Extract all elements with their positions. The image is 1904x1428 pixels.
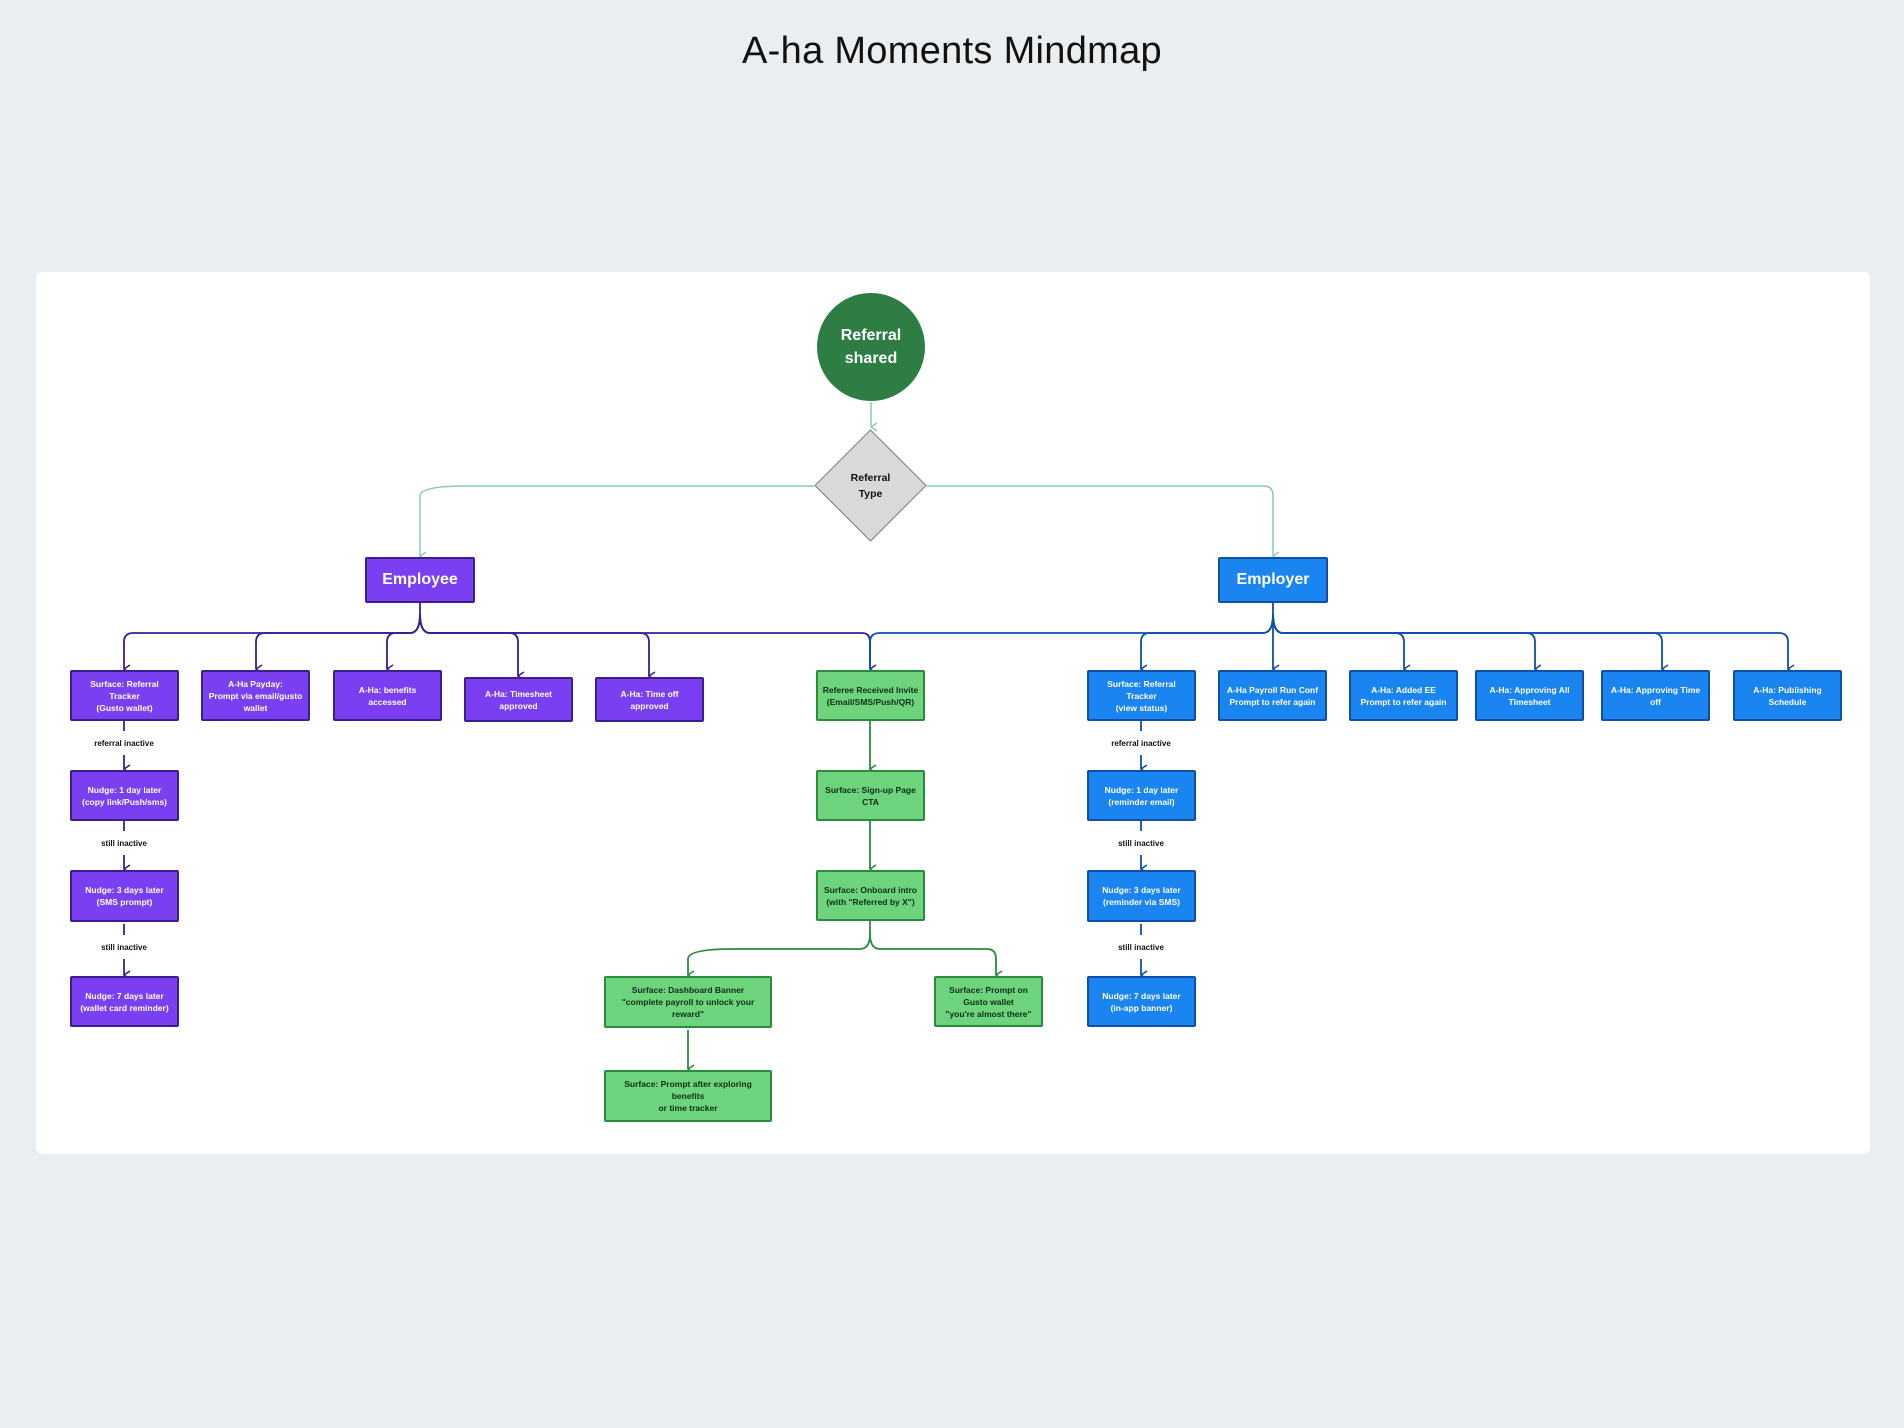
root-node-referral-shared: Referral shared <box>817 293 925 401</box>
employer-aha-approving-time-off: A-Ha: Approving Time off <box>1601 670 1710 721</box>
employee-fanout <box>124 603 870 676</box>
employer-edge-label-referral-inactive: referral inactive <box>1081 738 1201 749</box>
employer-referral-tracker: Surface: Referral Tracker (view status) <box>1087 670 1196 721</box>
connector-decision-employee <box>420 485 814 556</box>
employee-aha-payday: A-Ha Payday: Prompt via email/gusto wall… <box>201 670 310 721</box>
referee-prompt-after-exploring: Surface: Prompt after exploring benefits… <box>604 1070 772 1122</box>
employee-aha-time-off: A-Ha: Time off approved <box>595 677 704 722</box>
decision-label: Referral Type <box>850 471 891 500</box>
branch-employer: Employer <box>1218 557 1328 603</box>
employer-fanout <box>870 603 1788 669</box>
referee-prompt-gusto-wallet: Surface: Prompt on Gusto wallet "you're … <box>934 976 1043 1027</box>
referee-chain <box>688 721 996 1069</box>
referee-signup-page: Surface: Sign-up Page CTA <box>816 770 925 821</box>
referee-dashboard-banner: Surface: Dashboard Banner "complete payr… <box>604 976 772 1028</box>
connector-lines <box>36 402 1870 1154</box>
connector-decision-employer <box>927 485 1273 556</box>
employee-aha-timesheet: A-Ha: Timesheet approved <box>464 677 573 722</box>
employer-nudge-7-days: Nudge: 7 days later (in-app banner) <box>1087 976 1196 1027</box>
decision-diamond <box>814 429 927 542</box>
employer-edge-label-still-inactive-2: still inactive <box>1081 942 1201 953</box>
mindmap-canvas: Referral shared Referral Type Employee E… <box>36 272 1870 1154</box>
employer-aha-publishing-schedule: A-Ha: Publishing Schedule <box>1733 670 1842 721</box>
employee-edge-label-still-inactive-1: still inactive <box>64 838 184 849</box>
employee-nudge-1-day: Nudge: 1 day later (copy link/Push/sms) <box>70 770 179 821</box>
employee-edge-label-still-inactive-2: still inactive <box>64 942 184 953</box>
employer-aha-added-ee: A-Ha: Added EE Prompt to refer again <box>1349 670 1458 721</box>
employee-nudge-7-days: Nudge: 7 days later (wallet card reminde… <box>70 976 179 1027</box>
referee-onboard-intro: Surface: Onboard intro (with "Referred b… <box>816 870 925 921</box>
employer-aha-payroll-run: A-Ha Payroll Run Conf Prompt to refer ag… <box>1218 670 1327 721</box>
employee-edge-label-referral-inactive: referral inactive <box>64 738 184 749</box>
employee-referral-tracker: Surface: Referral Tracker (Gusto wallet) <box>70 670 179 721</box>
employer-edge-label-still-inactive-1: still inactive <box>1081 838 1201 849</box>
employee-aha-benefits: A-Ha: benefits accessed <box>333 670 442 721</box>
employer-nudge-1-day: Nudge: 1 day later (reminder email) <box>1087 770 1196 821</box>
referee-received-invite: Referee Received Invite (Email/SMS/Push/… <box>816 670 925 721</box>
employee-nudge-3-days: Nudge: 3 days later (SMS prompt) <box>70 870 179 922</box>
employer-nudge-3-days: Nudge: 3 days later (reminder via SMS) <box>1087 870 1196 922</box>
employer-aha-approving-timesheet: A-Ha: Approving All Timesheet <box>1475 670 1584 721</box>
branch-employee: Employee <box>365 557 475 603</box>
page-title: A-ha Moments Mindmap <box>742 30 1162 72</box>
